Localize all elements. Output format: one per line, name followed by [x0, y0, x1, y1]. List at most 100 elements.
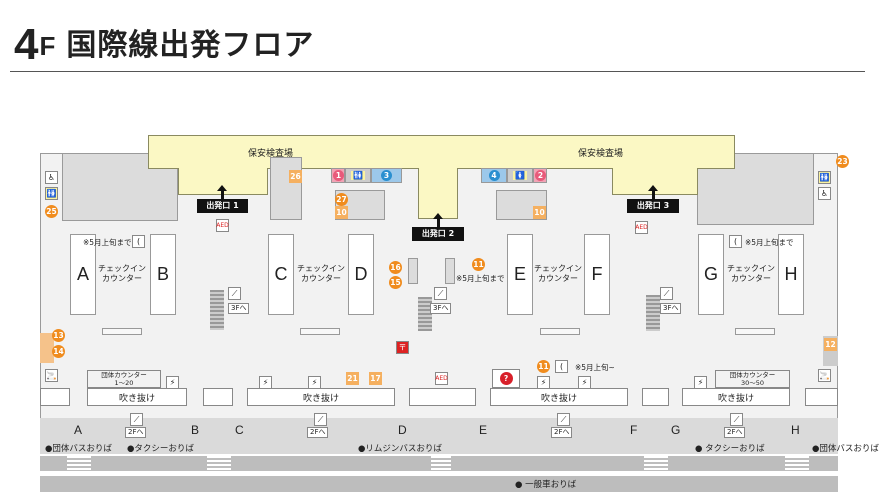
- shop-marker-10[interactable]: 10: [533, 206, 546, 219]
- group-bus-stop-left: ●団体バスおりば: [45, 444, 112, 454]
- smoking-area-icon: 🚬: [818, 369, 831, 382]
- gate-h[interactable]: H: [791, 423, 800, 437]
- shop-marker-25[interactable]: 25: [45, 205, 58, 218]
- security-label-right: 保安検査場: [578, 149, 624, 159]
- gate-e[interactable]: E: [479, 423, 488, 437]
- gate-a[interactable]: A: [74, 423, 83, 437]
- departure-exit-2[interactable]: 出発口 2: [412, 227, 464, 241]
- exit-arrow-stem: [652, 191, 655, 199]
- security-lane-2: [418, 166, 458, 219]
- gate-g[interactable]: G: [671, 423, 681, 437]
- gate-d[interactable]: D: [398, 423, 407, 437]
- escalator-up: [646, 295, 660, 331]
- restroom-marker-1[interactable]: 1: [331, 168, 345, 183]
- gate-c[interactable]: C: [235, 423, 244, 437]
- desk: [102, 328, 142, 335]
- phone-icon: (: [132, 235, 145, 248]
- phone-icon: (: [729, 235, 742, 248]
- shop-marker-13[interactable]: 13: [52, 329, 65, 342]
- counter-g[interactable]: G: [698, 234, 724, 315]
- checkin-counter-label: チェックインカウンター: [96, 264, 148, 284]
- phone-icon: (: [555, 360, 568, 373]
- shop-box: [203, 388, 233, 406]
- shop-marker-12[interactable]: 12: [824, 338, 837, 351]
- shop-box: [409, 388, 476, 406]
- group-counter-title: 団体カウンター: [101, 371, 147, 379]
- shop-marker-16[interactable]: 16: [389, 261, 402, 274]
- departure-exit-3[interactable]: 出発口 3: [627, 199, 679, 213]
- shop-marker-27[interactable]: 27: [335, 193, 348, 206]
- counter-h[interactable]: H: [778, 234, 804, 315]
- crosswalk: [431, 456, 451, 471]
- title-divider: [10, 71, 865, 72]
- escalator-to-3f[interactable]: 3Fへ: [228, 303, 250, 314]
- escalator-to-2f[interactable]: 2Fへ: [724, 427, 746, 438]
- counter-e[interactable]: E: [507, 234, 533, 315]
- shop-marker-11[interactable]: 11: [537, 360, 550, 373]
- shop-marker-23[interactable]: 23: [836, 155, 849, 168]
- shop-marker-26[interactable]: 26: [289, 170, 302, 183]
- information-desk[interactable]: ?: [492, 369, 520, 388]
- curbside-walkway: [40, 418, 838, 454]
- aed-icon: AED: [635, 221, 648, 234]
- checkin-counter-label: チェックインカウンター: [295, 264, 347, 284]
- desk: [735, 328, 775, 335]
- taxi-stop-left: ●タクシーおりば: [127, 444, 194, 454]
- crosswalk: [207, 456, 231, 471]
- restroom-icon: 🚻: [345, 168, 371, 183]
- checkin-counter-label: チェックインカウンター: [725, 264, 777, 284]
- taxi-stop-right: ● タクシーおりば: [695, 444, 765, 454]
- atrium-void: 吹き抜け: [87, 388, 187, 406]
- checkin-line1: チェックイン: [727, 264, 775, 273]
- phone-note: ※5月上旬まで: [83, 238, 132, 247]
- phone-booth: [445, 258, 455, 284]
- phone-booth: [408, 258, 418, 284]
- escalator-to-2f[interactable]: 2Fへ: [551, 427, 573, 438]
- escalator-icon: ⟋: [730, 413, 743, 426]
- escalator-icon: ⟋: [660, 287, 673, 300]
- security-label-left: 保安検査場: [248, 149, 294, 159]
- group-counter-range: 1～20: [114, 379, 134, 387]
- note-11: ※5月上旬まで: [456, 274, 505, 283]
- gate-f[interactable]: F: [630, 423, 638, 437]
- shop-box: [805, 388, 838, 406]
- shop-marker-15[interactable]: 15: [389, 276, 402, 289]
- info-icon: ?: [499, 372, 513, 385]
- exit-arrow-icon: [433, 213, 443, 219]
- floor-title: 国際線出発フロア: [66, 28, 315, 63]
- shop-marker-21[interactable]: 21: [346, 372, 359, 385]
- counter-f[interactable]: F: [584, 234, 610, 315]
- checkin-line1: チェックイン: [534, 264, 582, 273]
- escalator-to-2f[interactable]: 2Fへ: [307, 427, 329, 438]
- escalator-to-3f[interactable]: 3Fへ: [660, 303, 682, 314]
- restroom-marker-3[interactable]: 3: [371, 168, 402, 183]
- gate-b[interactable]: B: [191, 423, 200, 437]
- restroom-marker-2[interactable]: 2: [533, 168, 547, 183]
- checkin-line2: カウンター: [301, 274, 341, 283]
- escalator-to-2f[interactable]: 2Fへ: [125, 427, 147, 438]
- escalator-up: [210, 290, 224, 330]
- security-fill: [149, 136, 734, 168]
- shop-marker-10[interactable]: 10: [335, 206, 348, 219]
- checkin-line2: カウンター: [538, 274, 578, 283]
- departure-exit-1[interactable]: 出発口 1: [197, 199, 248, 213]
- group-counter-title: 団体カウンター: [729, 371, 776, 379]
- shop-marker-17[interactable]: 17: [369, 372, 382, 385]
- shop-box: [40, 388, 70, 406]
- counter-d[interactable]: D: [348, 234, 374, 315]
- baby-room-icon: ♿: [818, 187, 831, 200]
- escalator-to-3f[interactable]: 3Fへ: [430, 303, 452, 314]
- counter-a[interactable]: A: [70, 234, 96, 315]
- restroom-marker-4[interactable]: 4: [481, 168, 507, 183]
- shop-marker-14[interactable]: 14: [52, 345, 65, 358]
- shop-marker-11[interactable]: 11: [472, 258, 485, 271]
- counter-c[interactable]: C: [268, 234, 294, 315]
- group-counter-range: 30～50: [740, 379, 765, 387]
- aed-icon: AED: [216, 219, 229, 232]
- counter-b[interactable]: B: [150, 234, 176, 315]
- desk: [540, 328, 580, 335]
- checkin-line1: チェックイン: [297, 264, 345, 273]
